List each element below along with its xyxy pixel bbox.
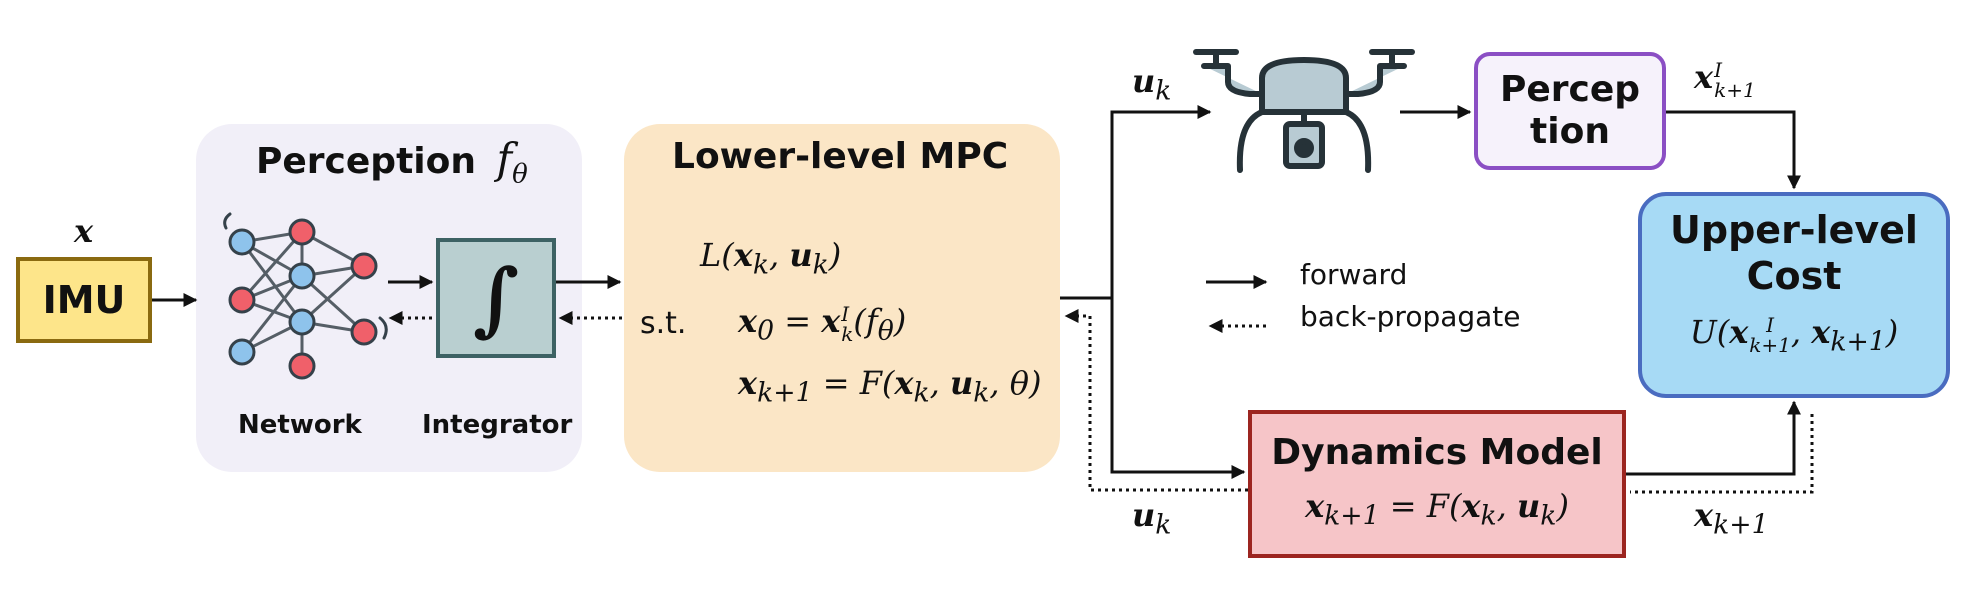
integrator-label: Integrator bbox=[422, 410, 573, 440]
integral-icon: ∫ bbox=[472, 251, 520, 345]
upper-cost-line1: Upper-level bbox=[1670, 208, 1918, 252]
legend-forward-label: forward bbox=[1300, 258, 1408, 291]
mpc-objective: L(xk, uk) bbox=[700, 236, 842, 281]
x-dyn-out-label: xk+1 bbox=[1694, 496, 1769, 541]
u-top-label: uk bbox=[1132, 62, 1172, 107]
perception-right-line2: tion bbox=[1530, 111, 1610, 152]
legend-backward-label: back-propagate bbox=[1300, 300, 1521, 333]
f-symbol: f bbox=[496, 134, 513, 183]
upper-cost-line2: Cost bbox=[1746, 253, 1842, 298]
u-bottom-label: uk bbox=[1132, 496, 1172, 541]
theta-sub: θ bbox=[512, 159, 528, 190]
perception-right-line1: Percep bbox=[1499, 68, 1641, 110]
mpc-constraint-2: xk+1 = F(xk, uk, θ) bbox=[738, 364, 1042, 409]
perception-right-box: Percep tion bbox=[1474, 52, 1666, 170]
network-label: Network bbox=[238, 410, 362, 440]
imu-box: IMU bbox=[16, 257, 152, 343]
mpc-block bbox=[624, 124, 1060, 472]
dynamics-box: Dynamics Model xk+1 = F(xk, uk) bbox=[1248, 410, 1626, 558]
dynamics-formula: xk+1 = F(xk, uk) bbox=[1305, 487, 1569, 532]
imu-label: IMU bbox=[42, 278, 126, 322]
integrator-box: ∫ bbox=[436, 238, 556, 358]
imu-input-label: x bbox=[74, 212, 94, 250]
dynamics-title: Dynamics Model bbox=[1271, 432, 1603, 473]
perception-block-title: Perception fθ bbox=[256, 134, 528, 190]
st-label: s.t. bbox=[640, 306, 687, 341]
mpc-title: Lower-level MPC bbox=[672, 136, 1009, 177]
